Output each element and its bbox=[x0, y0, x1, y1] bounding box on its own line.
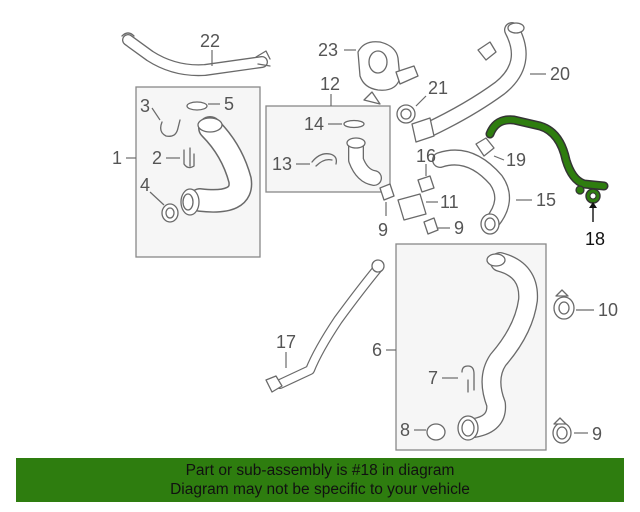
callout-16: 16 bbox=[416, 146, 436, 166]
part-20-hose bbox=[411, 22, 527, 143]
callout-7: 7 bbox=[428, 368, 438, 388]
part-7-clamp bbox=[461, 365, 475, 393]
banner-line-1: Part or sub-assembly is #18 in diagram bbox=[185, 462, 455, 479]
callout-20: 20 bbox=[550, 64, 570, 84]
part-23-housing bbox=[357, 41, 419, 105]
part-17-pipe bbox=[265, 259, 385, 393]
part-18-hose-highlighted bbox=[485, 115, 609, 204]
part-5-o-ring bbox=[186, 101, 208, 111]
callout-10: 10 bbox=[598, 300, 618, 320]
part-6-hose bbox=[457, 252, 539, 441]
part-15-hose bbox=[432, 149, 510, 235]
callout-19: 19 bbox=[506, 150, 526, 170]
callout-17: 17 bbox=[276, 332, 296, 352]
callout-15: 15 bbox=[536, 190, 556, 210]
part-12-connector bbox=[346, 137, 382, 186]
callout-9c: 9 bbox=[592, 424, 602, 444]
part-9-clip-b bbox=[423, 217, 439, 235]
callout-22: 22 bbox=[200, 31, 220, 51]
callout-2: 2 bbox=[152, 148, 162, 168]
callout-8: 8 bbox=[400, 420, 410, 440]
part-1-hose bbox=[180, 116, 253, 216]
callout-5: 5 bbox=[224, 94, 234, 114]
callout-3: 3 bbox=[140, 96, 150, 116]
part-8-o-ring bbox=[426, 423, 446, 441]
callout-6: 6 bbox=[372, 340, 382, 360]
part-2-clamp bbox=[183, 147, 195, 169]
part-19-clip bbox=[475, 137, 495, 157]
callout-13: 13 bbox=[272, 154, 292, 174]
callout-11: 11 bbox=[440, 192, 459, 212]
part-16-clip bbox=[417, 175, 435, 193]
callout-12: 12 bbox=[320, 74, 340, 94]
callout-4: 4 bbox=[140, 175, 150, 195]
part-22-pipe bbox=[121, 32, 271, 77]
part-11-connector bbox=[397, 193, 427, 221]
info-banner: Part or sub-assembly is #18 in diagram D… bbox=[16, 458, 624, 502]
part-10-clamp bbox=[553, 289, 575, 320]
callout-18: 18 bbox=[585, 229, 605, 249]
callout-14: 14 bbox=[304, 114, 324, 134]
callout-21: 21 bbox=[428, 78, 448, 98]
callout-9a: 9 bbox=[378, 220, 388, 240]
callout-1: 1 bbox=[112, 148, 122, 168]
banner-line-2: Diagram may not be specific to your vehi… bbox=[170, 481, 470, 498]
part-9-clip-a bbox=[379, 183, 395, 201]
part-14-o-ring bbox=[343, 119, 365, 129]
callout-9b: 9 bbox=[454, 218, 464, 238]
part-9-clip-c bbox=[552, 417, 572, 444]
part-13-clip bbox=[311, 153, 338, 167]
part-3-clip bbox=[160, 119, 181, 137]
callout-23: 23 bbox=[318, 40, 338, 60]
parts-diagram: 22 1 3 5 2 4 12 14 13 bbox=[112, 22, 618, 451]
